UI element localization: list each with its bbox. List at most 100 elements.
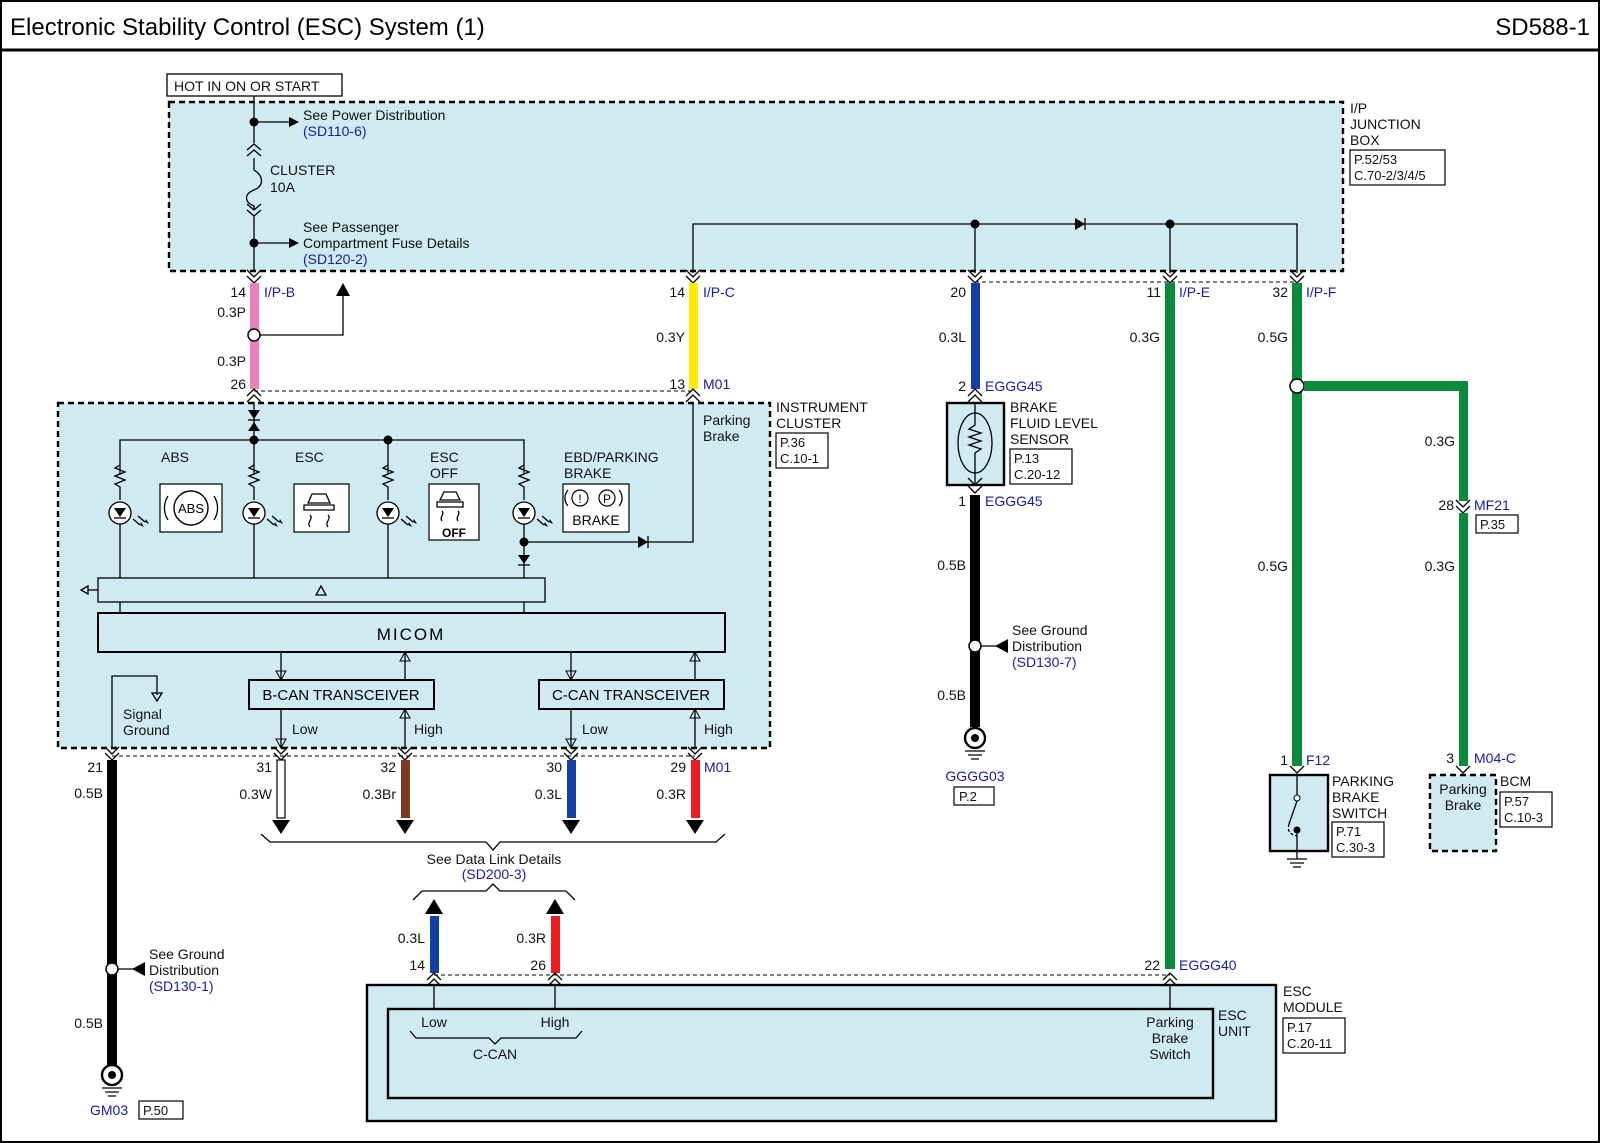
- signal-ground-1: Signal: [123, 706, 162, 722]
- pbs-ref-2: C.30-3: [1336, 840, 1375, 855]
- eggg45-bottom-pin: 1: [958, 493, 966, 509]
- lamp-ebd-label-1: EBD/PARKING: [564, 449, 659, 465]
- wire-blue-sensor: [971, 283, 980, 389]
- eggg45-bottom-chevron: [967, 485, 983, 494]
- gggg03-ref: P.2: [959, 789, 977, 804]
- esc-low: Low: [421, 1014, 448, 1030]
- ebd-diode: [518, 555, 530, 564]
- green-branch-lower-size: 0.3G: [1425, 558, 1455, 574]
- cluster-name-2: CLUSTER: [776, 415, 841, 431]
- ipe-pin: 11: [1146, 284, 1161, 300]
- green-f-lower-size: 0.5G: [1258, 558, 1288, 574]
- m01-top-yellow-chevron: [685, 388, 701, 403]
- bcm-box: [1428, 773, 1498, 853]
- arrow-pink-branch: [336, 283, 350, 296]
- page-title: Electronic Stability Control (ESC) Syste…: [10, 14, 485, 41]
- ccan-label: C-CAN TRANSCEIVER: [552, 687, 710, 704]
- brake-warning-icon: [571, 489, 589, 507]
- arrow-esc-red: [546, 899, 564, 914]
- resistor-esc: [247, 464, 261, 500]
- wire-esc-red: [551, 916, 560, 973]
- arrow-esc-blue: [425, 899, 443, 914]
- m04c-name: M04-C: [1474, 750, 1516, 766]
- wire-green-branch-upper: [1459, 381, 1468, 501]
- pbs-name-1: PARKING: [1332, 773, 1394, 789]
- cluster-ref-2: C.10-1: [780, 451, 819, 466]
- brown-wire-size: 0.3Br: [363, 786, 397, 802]
- m01-pin-32: 32: [380, 759, 396, 775]
- esc-red-size: 0.3R: [516, 930, 546, 946]
- ipe-name: I/P-E: [1179, 284, 1210, 300]
- splice-ground-sensor: [968, 639, 982, 653]
- m04c-chevron: [1455, 765, 1471, 774]
- bcm-inner-1: Parking: [1439, 781, 1486, 797]
- bus-diode: [1075, 218, 1085, 230]
- resistor-abs: [113, 464, 127, 500]
- esc-ccan-label: C-CAN: [473, 1046, 517, 1062]
- pbs-ref-box: [1331, 821, 1385, 858]
- esc-off-icon-text: OFF: [442, 526, 466, 540]
- fuse-symbol: [245, 158, 263, 210]
- sensor-name-3: SENSOR: [1010, 431, 1069, 447]
- bcm-ref-2: C.10-3: [1504, 810, 1543, 825]
- wire-brown: [401, 760, 410, 818]
- data-link-brace-lower: [412, 883, 576, 901]
- signal-ground-2: Ground: [123, 722, 170, 738]
- hot-label: HOT IN ON OR START: [174, 78, 320, 94]
- esc-chevron-26: [547, 972, 563, 987]
- esc-module-name-1: ESC: [1283, 983, 1312, 999]
- esc-off-icon-box: [428, 483, 480, 541]
- cluster-name-1: INSTRUMENT: [776, 399, 868, 415]
- see-fuse-ref: (SD120-2): [303, 251, 368, 267]
- sensor-ref-2: C.20-12: [1014, 467, 1060, 482]
- ground-left-arrow: [132, 962, 145, 976]
- cluster-ref-box: [775, 432, 829, 469]
- blue-sensor-size: 0.3L: [939, 329, 966, 345]
- mf21-name: MF21: [1474, 497, 1510, 513]
- splice-ground-left: [105, 962, 119, 976]
- micom-label: MICOM: [377, 625, 446, 644]
- black-sensor-lower: 0.5B: [937, 687, 966, 703]
- pbs-ref-1: P.71: [1336, 824, 1361, 839]
- ipjb-ref-1: P.52/53: [1354, 152, 1397, 167]
- ipf-name: I/P-F: [1306, 284, 1336, 300]
- esc-unit-box: [386, 1007, 1215, 1100]
- esc-module-name-2: MODULE: [1283, 999, 1343, 1015]
- fuse-rating: 10A: [270, 179, 296, 195]
- ipc-pin: 14: [669, 284, 685, 300]
- pbs-name-3: SWITCH: [1332, 805, 1387, 821]
- ground-left-ref: (SD130-1): [149, 978, 214, 994]
- wire-blue-can: [567, 760, 576, 818]
- see-power-ref: (SD110-6): [303, 123, 367, 139]
- pbs-name-2: BRAKE: [1332, 789, 1379, 805]
- esc-ccan-brace: [409, 1030, 583, 1045]
- green-branch-upper-size: 0.3G: [1425, 433, 1455, 449]
- ground-sensor-label-1: See Ground: [1012, 622, 1088, 638]
- bcan-transceiver: [248, 679, 435, 710]
- parking-icon: [598, 489, 616, 507]
- red-can-size: 0.3R: [656, 786, 686, 802]
- lamp-esc-off-label-2: OFF: [430, 465, 458, 481]
- wire-green-branch-lower: [1459, 513, 1468, 766]
- bcm-inner-2: Brake: [1445, 797, 1482, 813]
- arrow-brown: [396, 820, 414, 834]
- ipjb-name-2: JUNCTION: [1350, 116, 1421, 132]
- black-left-lower: 0.5B: [74, 1015, 103, 1031]
- skid-car-icon: [303, 493, 335, 528]
- mf21-ref-box: [1475, 514, 1519, 534]
- svg-text:P: P: [603, 492, 611, 506]
- ipjb-ref-2: C.70-2/3/4/5: [1354, 168, 1426, 183]
- sensor-name-1: BRAKE: [1010, 399, 1057, 415]
- esc-pb-switch-2: Brake: [1152, 1030, 1189, 1046]
- eggg45-top-pin: 2: [958, 378, 966, 394]
- m01-top-pink-chevron: [246, 388, 262, 403]
- switch-ground-icon: [1287, 851, 1307, 868]
- wire-green-f: [1292, 283, 1302, 766]
- ipjb-name-3: BOX: [1350, 132, 1380, 148]
- m01-top-name: M01: [703, 376, 730, 392]
- fuse-name: CLUSTER: [270, 162, 335, 178]
- gggg03-label: GGGG03: [945, 768, 1004, 784]
- bcm-name: BCM: [1500, 773, 1531, 789]
- black-sensor-upper: 0.5B: [937, 557, 966, 573]
